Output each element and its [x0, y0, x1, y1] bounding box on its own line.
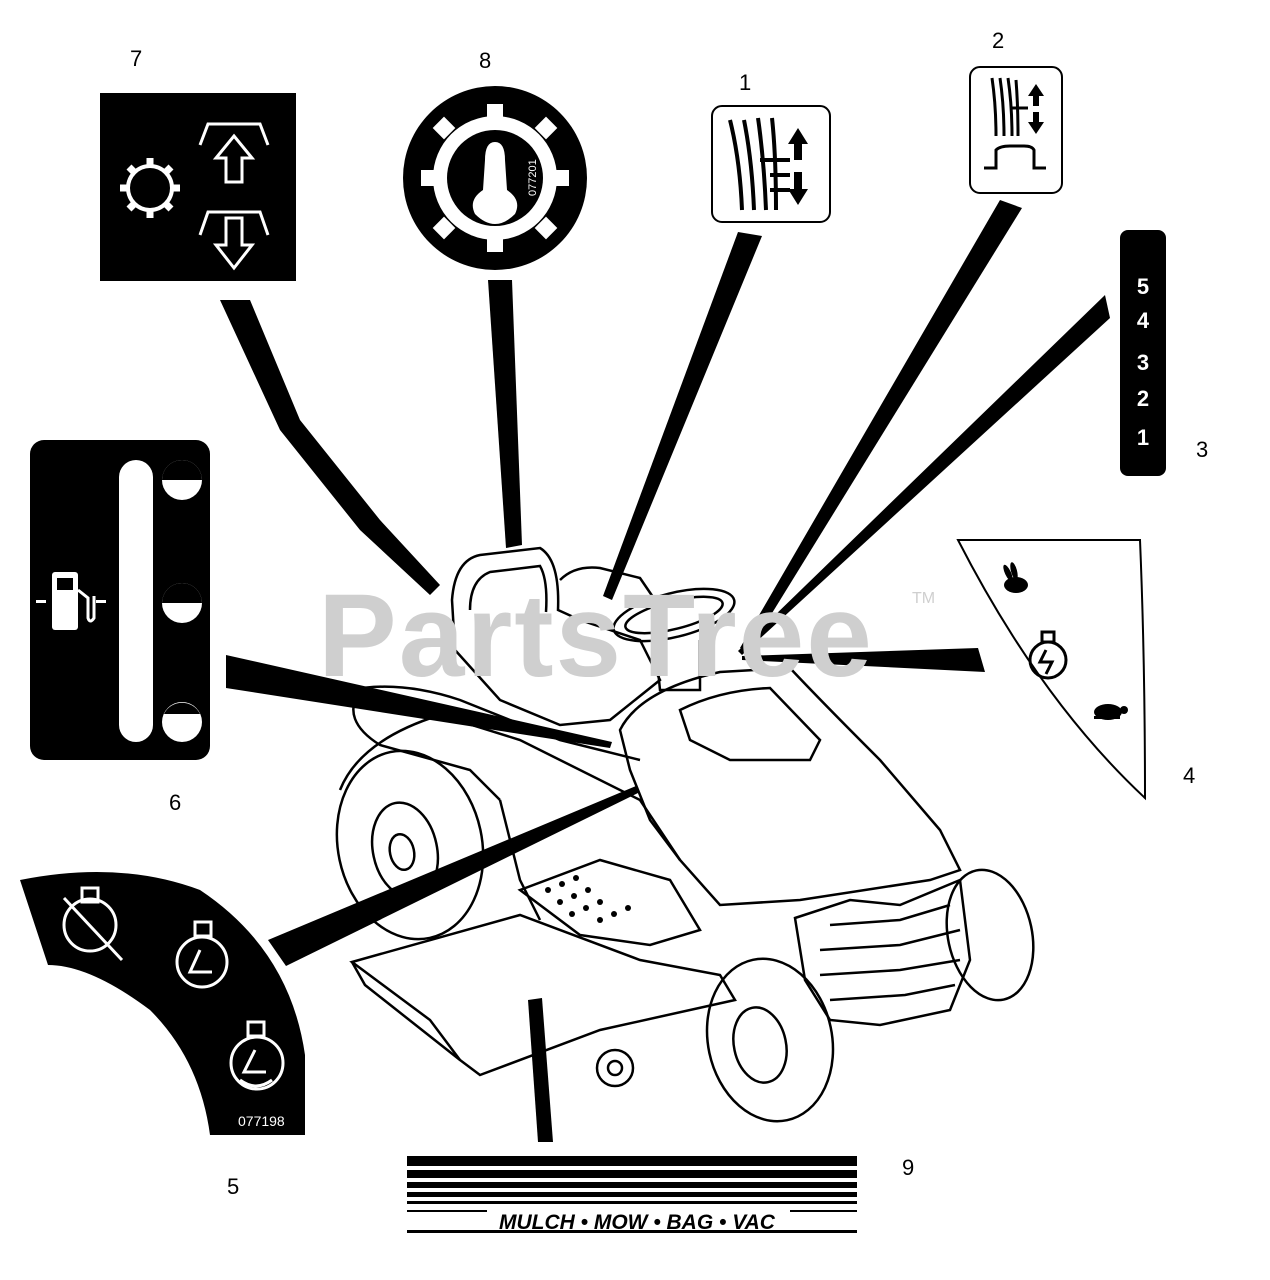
watermark-trademark: TM — [912, 590, 936, 607]
callout-5: 5 — [227, 1174, 240, 1199]
callout-6: 6 — [169, 790, 182, 815]
up-down-arrows-icon — [1028, 84, 1044, 134]
fuel-half-icon — [162, 583, 202, 623]
fuel-pump-icon — [36, 572, 106, 630]
fuel-empty-icon — [162, 702, 202, 742]
engine-run-icon — [175, 920, 229, 989]
leader-decal-5 — [268, 786, 640, 966]
decal-7-lift-control — [100, 93, 296, 281]
arrow-up-icon — [198, 122, 270, 184]
gear-icon — [120, 158, 180, 218]
decal-3-number-strip: 5 4 3 2 1 — [1120, 230, 1166, 476]
grass-blades-icon — [728, 117, 790, 211]
callout-3: 3 — [1196, 437, 1209, 462]
grass-blades-small-icon — [990, 77, 1028, 137]
decal-2-height-indicator — [969, 66, 1063, 194]
callout-7: 7 — [130, 46, 143, 71]
hood — [618, 666, 962, 907]
fuel-sight-window — [119, 460, 153, 742]
footrest — [517, 858, 702, 947]
rabbit-icon — [1003, 562, 1028, 593]
decal-4-throttle — [956, 539, 1147, 801]
callout-2: 2 — [992, 28, 1005, 53]
choke-bulb-icon — [1028, 630, 1068, 680]
lawn-tractor-illustration — [335, 546, 1035, 1123]
mower-deck — [349, 913, 737, 1077]
decal-9-label: MULCH • MOW • BAG • VAC — [499, 1211, 776, 1234]
decal-6-fuel-gauge — [30, 440, 210, 760]
callout-9: 9 — [902, 1155, 915, 1180]
leader-decal-8 — [488, 280, 522, 548]
decal-1-cutting-height — [711, 105, 831, 223]
leader-decal-1 — [603, 232, 762, 600]
decal-3-number-3: 3 — [1137, 350, 1149, 375]
leader-decal-4 — [742, 648, 985, 672]
front-wheel — [705, 957, 835, 1123]
decal-3-number-1: 1 — [1137, 425, 1149, 450]
grille — [793, 878, 972, 1027]
callout-4: 4 — [1183, 763, 1196, 788]
arrow-down-icon — [198, 210, 270, 271]
partstree-watermark: PartsTree — [318, 570, 874, 702]
decal-3-number-4: 4 — [1137, 308, 1150, 333]
callout-8: 8 — [479, 48, 492, 73]
rear-wheel — [335, 749, 485, 941]
callout-1: 1 — [739, 70, 752, 95]
decal-5-ignition: 077198 — [20, 872, 305, 1135]
leader-decal-6 — [226, 655, 612, 748]
decal-3-number-2: 2 — [1137, 386, 1149, 411]
leader-lines — [220, 200, 1110, 1142]
rear-fender — [338, 713, 682, 861]
engine-start-icon — [229, 1020, 285, 1091]
engine-off-icon — [62, 886, 124, 962]
decal-8-part-number: 077201 — [527, 159, 539, 196]
steering-wheel — [612, 587, 736, 643]
leader-decal-7 — [220, 300, 440, 595]
leader-decal-3 — [738, 295, 1110, 655]
fuel-full-icon — [162, 460, 202, 500]
leader-decal-2 — [740, 200, 1022, 652]
height-arrows-icon — [788, 128, 808, 205]
leader-decal-9 — [528, 998, 553, 1142]
decal-9-stripe: MULCH • MOW • BAG • VAC — [407, 1156, 857, 1234]
bracket-icon — [984, 144, 1046, 170]
turtle-icon — [1094, 704, 1128, 720]
decal-8-pto-key: 077201 — [403, 86, 587, 270]
key-icon — [472, 142, 518, 224]
decal-3-number-5: 5 — [1137, 274, 1149, 299]
decal-5-part-number: 077198 — [238, 1113, 285, 1129]
